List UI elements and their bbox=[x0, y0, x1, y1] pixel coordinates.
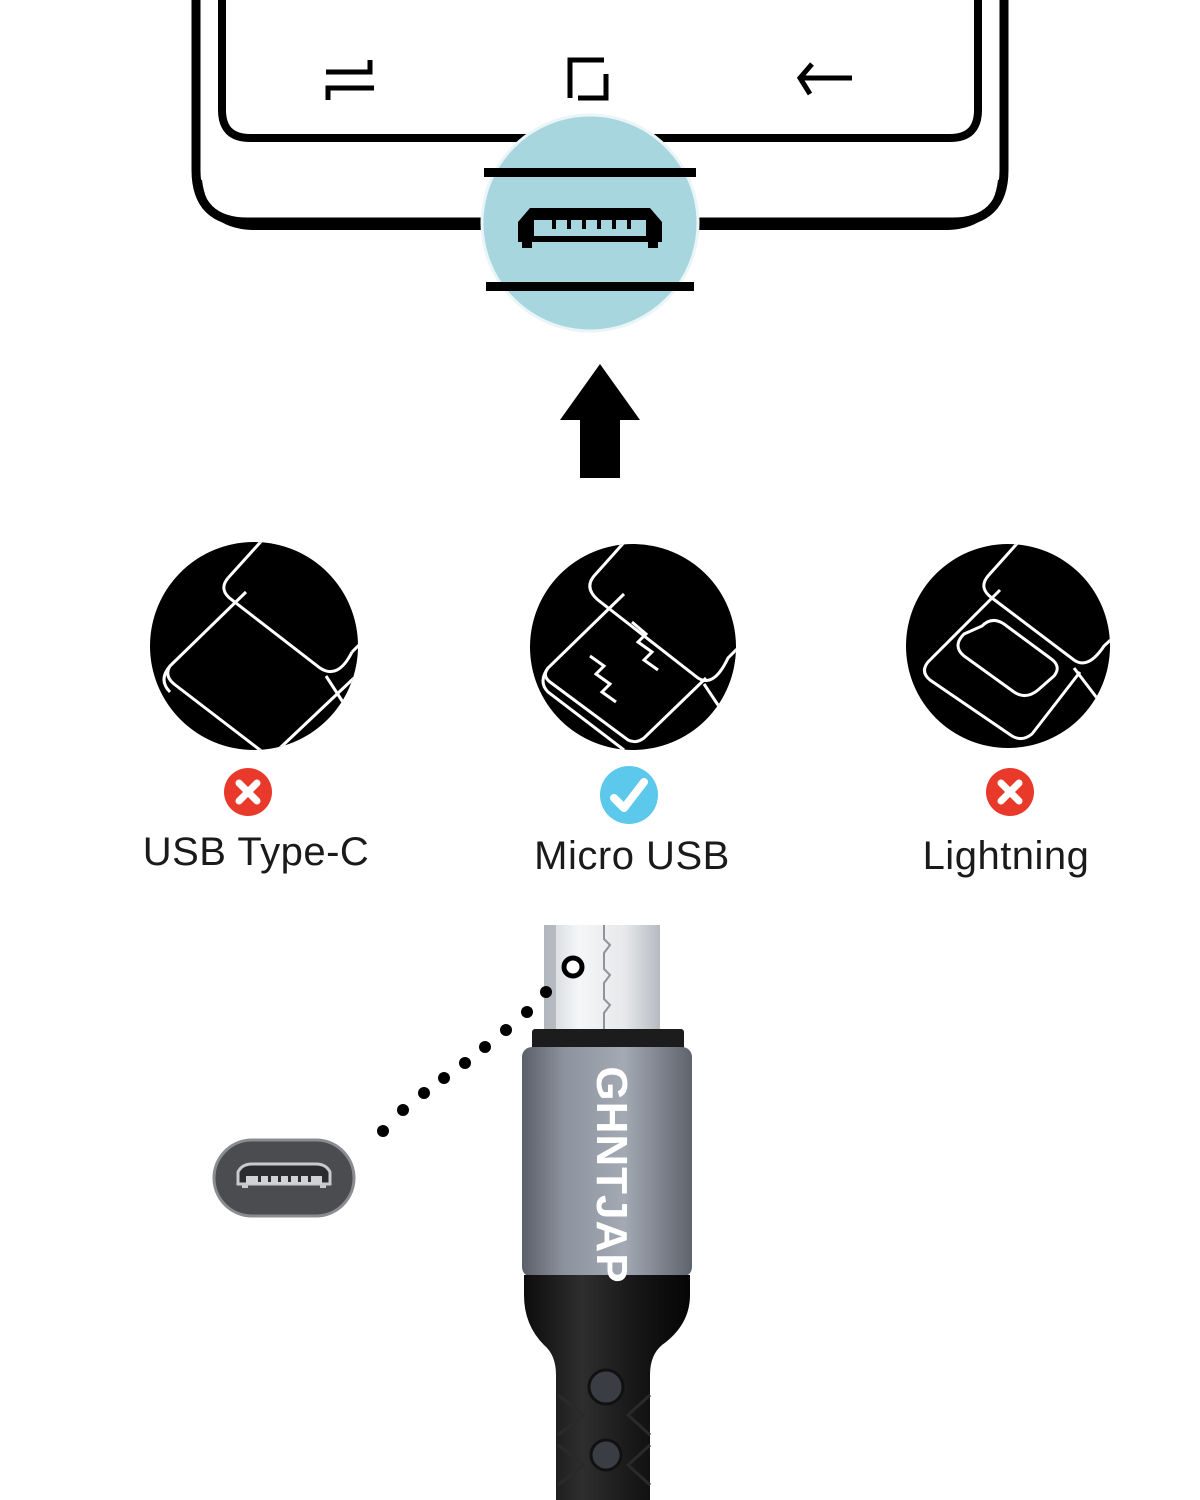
dotted-leader-line bbox=[370, 950, 590, 1140]
port-highlight bbox=[478, 112, 702, 334]
connector-label: USB Type-C bbox=[142, 830, 370, 874]
recent-apps-button bbox=[322, 58, 378, 102]
cable-brand-logo: GHNTJAP bbox=[587, 1066, 636, 1284]
cross-icon bbox=[224, 768, 272, 816]
up-arrow-icon bbox=[558, 364, 642, 480]
recent-apps-icon bbox=[325, 60, 374, 100]
micro-usb-port-icon bbox=[518, 208, 662, 248]
micro-usb-port-detail bbox=[212, 1138, 356, 1218]
usb-type-c-icon bbox=[148, 540, 360, 752]
micro-usb-icon bbox=[528, 542, 738, 752]
connector-label: Lightning bbox=[922, 834, 1090, 878]
cross-icon bbox=[986, 768, 1034, 816]
home-button bbox=[564, 56, 614, 102]
home-icon bbox=[567, 57, 609, 101]
micro-usb-cable bbox=[500, 925, 720, 1500]
lightning-icon bbox=[904, 542, 1112, 750]
connector-label: Micro USB bbox=[534, 834, 730, 878]
check-icon bbox=[600, 766, 658, 824]
back-arrow-icon bbox=[796, 62, 852, 96]
back-button bbox=[792, 58, 856, 102]
